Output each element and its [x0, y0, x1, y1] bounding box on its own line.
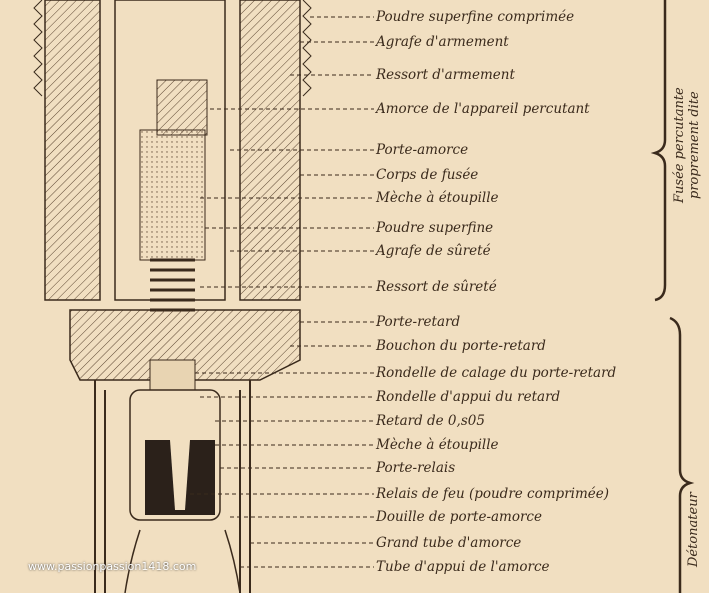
label: Rondelle d'appui du retard: [376, 389, 561, 405]
watermark: www.passionpassion1418.com: [28, 560, 197, 573]
label: Amorce de l'appareil percutant: [376, 101, 590, 117]
upper-brace: [650, 0, 667, 302]
label: Mèche à étoupille: [376, 437, 499, 453]
label: Porte-relais: [376, 460, 456, 476]
label: Ressort d'armement: [376, 67, 515, 83]
group-label-upper: Fusée percutante proprement dite: [672, 40, 702, 250]
label: Bouchon du porte-retard: [376, 338, 546, 354]
label: Agrafe d'armement: [376, 34, 509, 50]
label: Corps de fusée: [376, 167, 479, 183]
label: Mèche à étoupille: [376, 190, 499, 206]
label: Porte-retard: [376, 314, 461, 330]
label: Retard de 0,s05: [376, 413, 485, 429]
group-label-line: proprement dite: [687, 91, 702, 199]
group-label-line: Fusée percutante: [672, 87, 687, 203]
label: Ressort de sûreté: [376, 279, 497, 295]
label: Tube d'appui de l'amorce: [376, 559, 550, 575]
label: Rondelle de calage du porte-retard: [376, 365, 617, 381]
label: Poudre superfine: [376, 220, 494, 236]
label: Douille de porte-amorce: [376, 509, 542, 525]
label: Poudre superfine comprimée: [376, 9, 575, 25]
group-label-lower: Détonateur: [686, 492, 701, 568]
label: Agrafe de sûreté: [376, 243, 491, 259]
label: Grand tube d'amorce: [376, 535, 522, 551]
label: Relais de feu (poudre comprimée): [376, 486, 610, 502]
lower-brace: [669, 316, 695, 593]
label: Porte-amorce: [376, 142, 469, 158]
